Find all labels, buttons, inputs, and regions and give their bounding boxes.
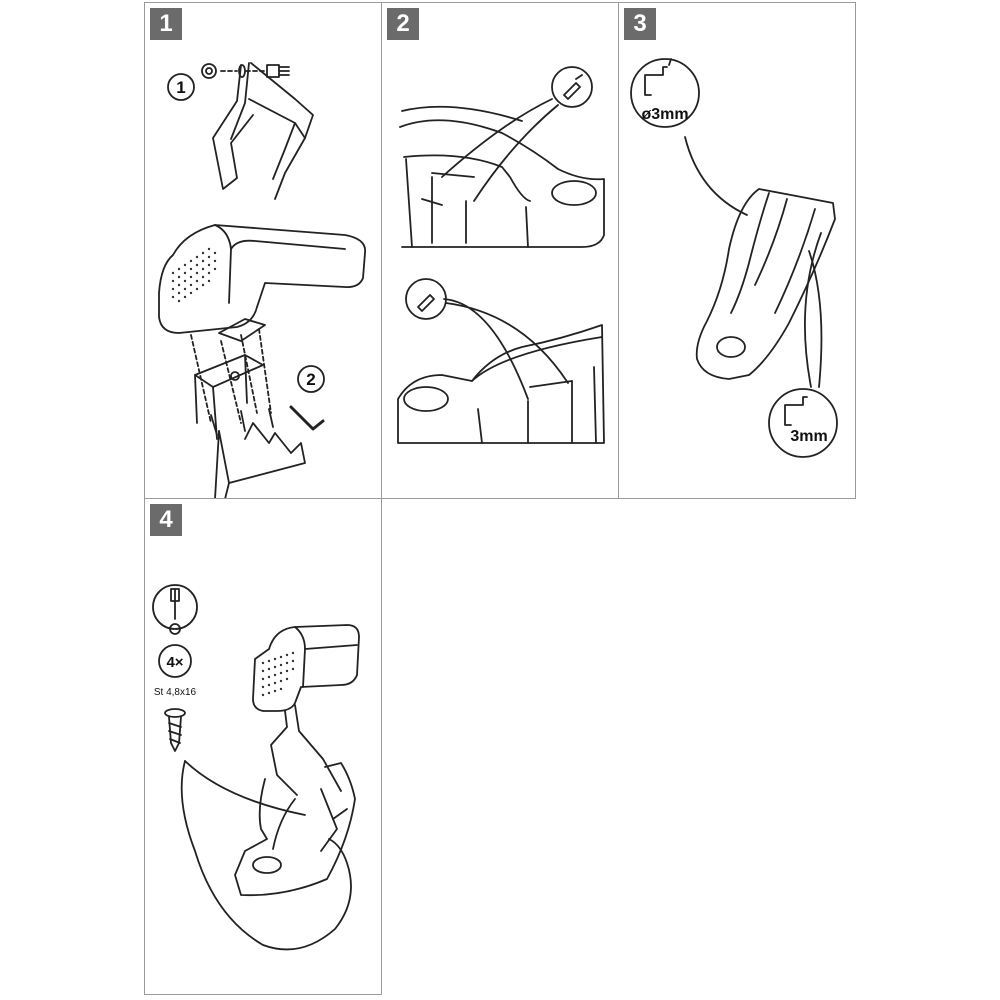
drill-size-callout-top [630, 58, 700, 128]
step-1-panel: 1 [144, 2, 382, 500]
quantity-circle [158, 644, 192, 678]
step-number-badge: 2 [387, 8, 419, 40]
step-2-panel: 2 [381, 2, 619, 499]
screw-head-icon [164, 708, 186, 718]
console-base-part [695, 188, 836, 380]
phillips-icon [169, 623, 181, 635]
console-outline-top [399, 119, 605, 248]
marker-circle-1 [167, 73, 195, 101]
step-4-illustration: 4× St 4,8x16 [152, 584, 360, 951]
step-2-illustration [397, 66, 605, 444]
drill-size-top-label: ø3mm [641, 106, 688, 123]
drill-tool-icon [551, 66, 593, 108]
step-number-badge: 4 [150, 504, 182, 536]
quantity-label: 4× [166, 654, 183, 671]
drill-size-bottom-label: 3mm [790, 428, 827, 445]
screw-spec-label: St 4,8x16 [154, 687, 197, 698]
screwdriver-icon [152, 584, 198, 630]
armrest-outline [158, 224, 367, 334]
marker-1-label: 1 [176, 78, 185, 97]
washer-icon [238, 64, 246, 78]
marker-2-label: 2 [306, 370, 315, 389]
step-4-panel: 4 [144, 498, 382, 995]
hex-key-icon [289, 405, 325, 431]
drill-size-callout-bottom [768, 388, 838, 458]
mounting-bracket [194, 354, 264, 388]
bolt-icon [266, 64, 280, 78]
step-number-badge: 3 [624, 8, 656, 40]
step-1-illustration: 1 2 [158, 62, 367, 500]
step-3-illustration: ø3mm 3mm [630, 58, 838, 458]
nut-icon [201, 63, 217, 79]
marker-circle-2 [297, 365, 325, 393]
step-3-panel: 3 ø3mm 3mm [618, 2, 856, 499]
step-number-badge: 1 [150, 8, 182, 40]
